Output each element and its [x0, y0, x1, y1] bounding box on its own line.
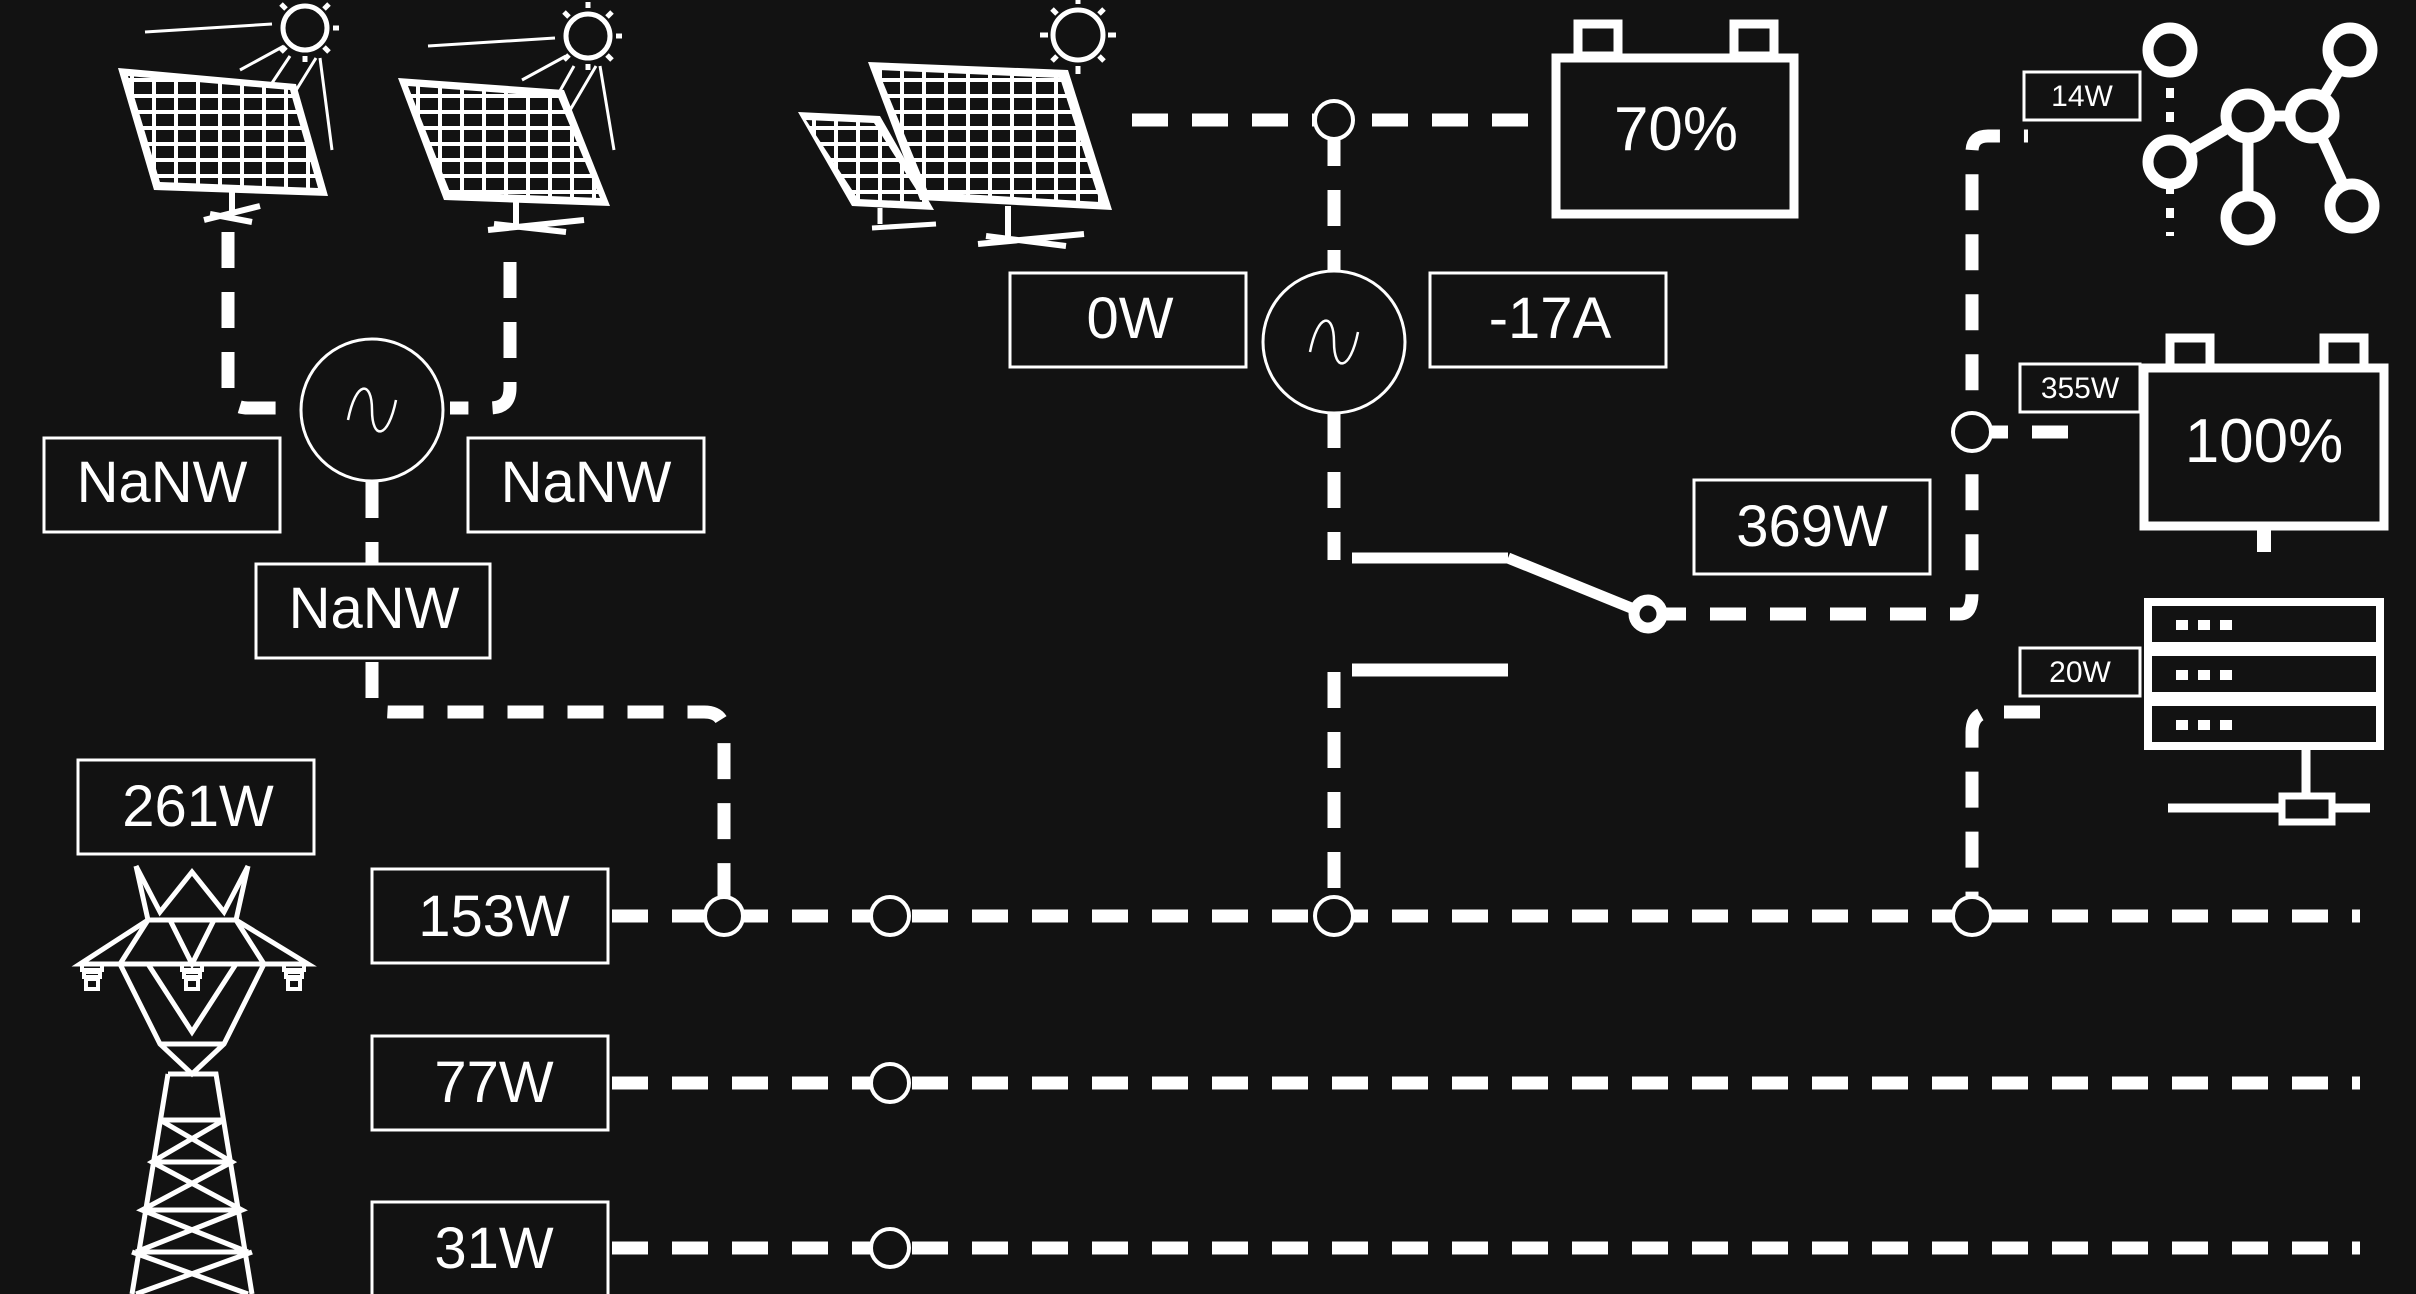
inverter-icon — [299, 337, 445, 483]
battery-2-power-label: 355W — [2041, 372, 2120, 405]
bus-3-power-label: 31W — [434, 1216, 554, 1281]
labels: NaNW NaNW NaNW 0W -17A 369W 70% 100% 14W… — [77, 80, 2344, 1281]
wire-solar-combined — [365, 482, 731, 916]
switch-icon — [1352, 552, 1668, 677]
junction-nodes — [703, 99, 1993, 1269]
sun-icon — [427, 2, 622, 151]
wire-solar-1 — [221, 232, 298, 415]
battery-icon — [1551, 19, 1799, 219]
solar-1-power-label: NaNW — [77, 450, 248, 515]
wire-server-bus — [1965, 705, 2040, 916]
roof-solar-power-label: 0W — [1087, 286, 1174, 351]
label-boxes — [42, 70, 2142, 1294]
solar-2-power-label: NaNW — [501, 450, 672, 515]
solar-panel-icon — [798, 112, 937, 231]
bus-1-power-label: 153W — [418, 884, 570, 949]
network-icon — [2142, 22, 2380, 246]
solar-panel-icon — [868, 62, 1112, 249]
switch-output-power-label: 369W — [1736, 494, 1888, 559]
inverter-current-label: -17A — [1489, 286, 1612, 351]
solar-panel-icon — [398, 78, 610, 235]
battery-1-level-label: 70% — [1614, 95, 1738, 164]
bus-2-power-label: 77W — [434, 1050, 554, 1115]
solar-combined-power-label: NaNW — [289, 576, 460, 641]
inverter-icon — [1261, 269, 1407, 415]
server-icon — [2144, 598, 2384, 826]
server-power-label: 20W — [2049, 656, 2111, 689]
wire-solar-2 — [450, 262, 517, 415]
wire-switch-output — [1650, 129, 2028, 621]
battery-icon — [2139, 333, 2389, 552]
grid-power-label: 261W — [122, 774, 274, 839]
sun-icon — [1040, 0, 1116, 74]
solar-panel-icon — [118, 68, 328, 225]
transmission-tower-icon — [71, 864, 317, 1294]
battery-2-level-label: 100% — [2185, 407, 2344, 476]
network-power-label: 14W — [2051, 80, 2113, 113]
sun-icon — [144, 0, 339, 151]
